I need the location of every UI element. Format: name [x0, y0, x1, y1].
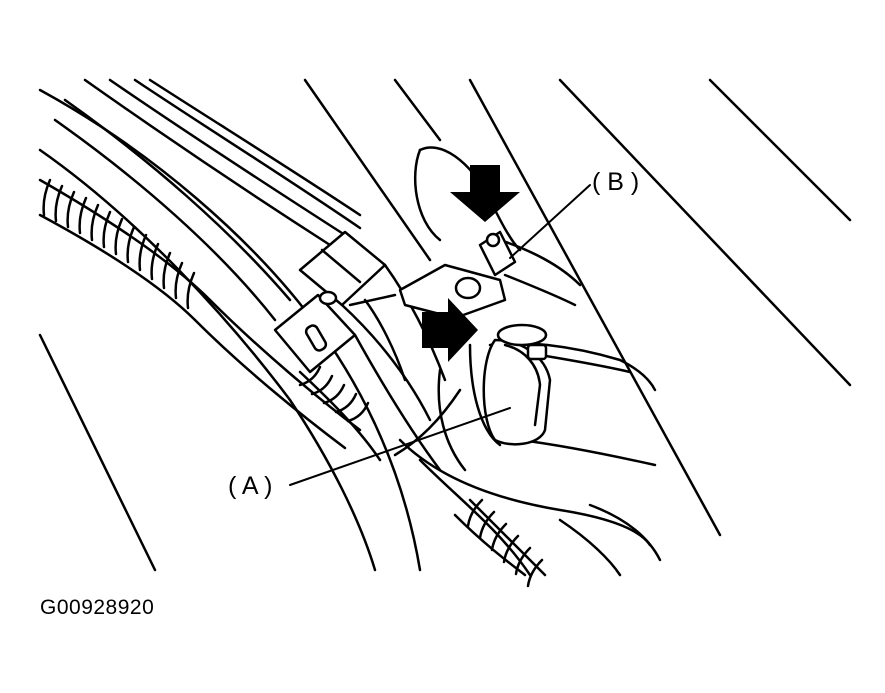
figure-id: G00928920 [40, 596, 155, 619]
upper-hose [414, 146, 582, 307]
cable-bundle [53, 78, 362, 322]
arrow-down-icon [450, 165, 520, 222]
corrugated-conduit [38, 178, 547, 588]
lower-frame [393, 388, 662, 577]
cable-sleeve-lower [273, 290, 357, 374]
cable-sleeve-upper [298, 230, 387, 307]
mounting-bracket [348, 263, 507, 320]
wire-harness [298, 263, 447, 472]
hose-clamp-b [478, 230, 517, 277]
hose-clamp-a [482, 323, 552, 446]
leader-line-a [289, 407, 511, 486]
leader-line-b [509, 184, 591, 259]
background-lines [38, 78, 852, 572]
callout-label-a: ( A ) [228, 472, 272, 500]
arrow-right-icon [422, 298, 478, 362]
callout-label-b: ( B ) [592, 168, 639, 196]
